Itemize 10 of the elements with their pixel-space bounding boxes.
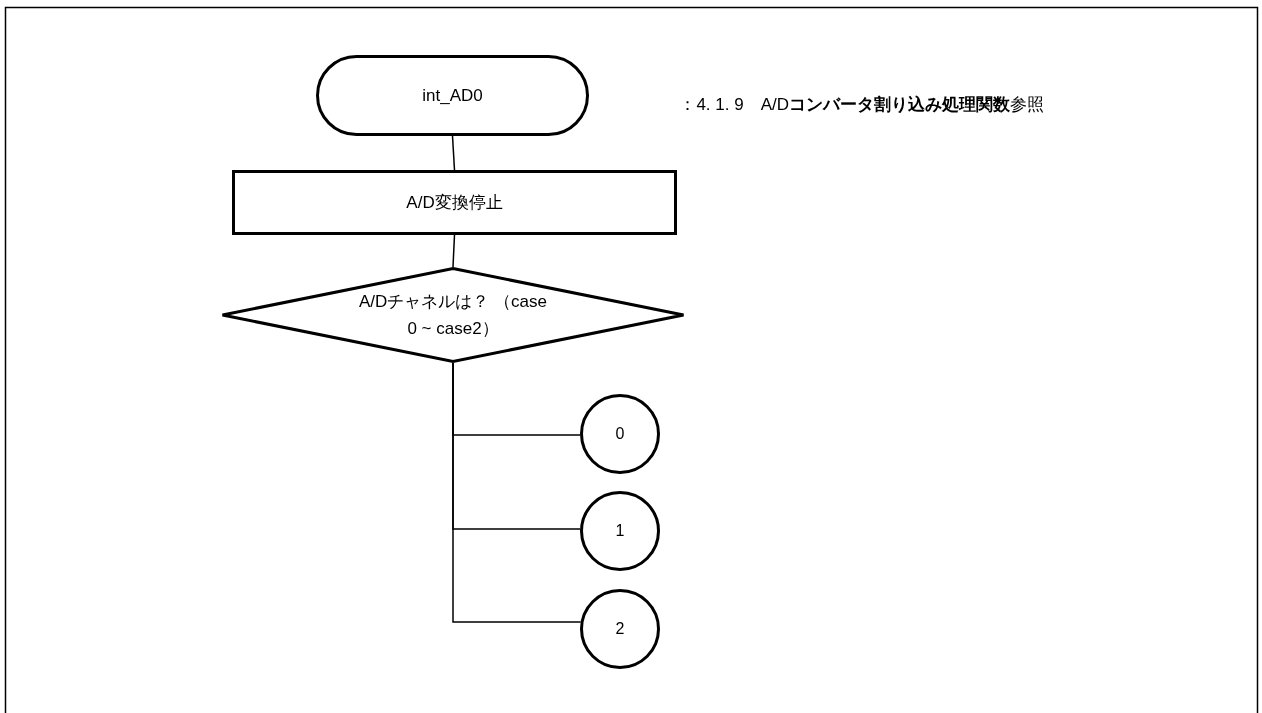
connector-circle: 1 bbox=[580, 491, 660, 571]
reference-note: ：4. 1. 9 A/Dコンバータ割り込み処理関数参照 bbox=[678, 94, 1044, 116]
decision-diamond: A/Dチャネルは？ （case 0 ~ case2） bbox=[221, 267, 685, 363]
terminal-shape: int_AD0 bbox=[316, 55, 589, 136]
connector-line bbox=[452, 234, 456, 268]
connector-circle: 0 bbox=[580, 394, 660, 474]
connector-circle: 2 bbox=[580, 589, 660, 669]
process-box: A/D変換停止 bbox=[232, 170, 677, 235]
connector-line bbox=[452, 362, 582, 623]
connector-line bbox=[451, 135, 456, 171]
